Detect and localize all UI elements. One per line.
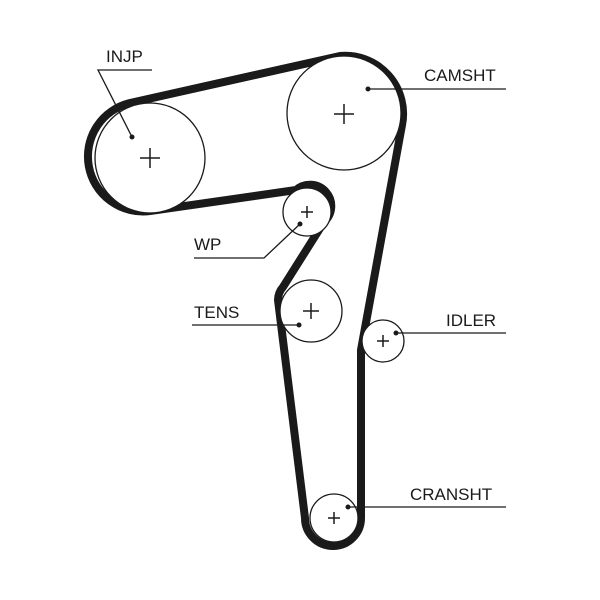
camsht-leader-dot — [365, 86, 371, 92]
timing-belt — [83, 51, 408, 550]
wp-leader-dot — [297, 221, 303, 227]
camshaft-center-cross — [334, 104, 354, 124]
cransht-leader-dot — [345, 504, 351, 510]
idler-label: IDLER — [446, 311, 496, 330]
crankshaft-center-cross — [328, 512, 340, 524]
tensioner-center-cross — [303, 303, 319, 319]
injp-leader-dot — [129, 134, 135, 140]
tens-label: TENS — [194, 303, 239, 322]
camsht-label: CAMSHT — [424, 66, 496, 85]
injp-leader-line — [96, 69, 152, 138]
injp-label: INJP — [106, 47, 143, 66]
cransht-label: CRANSHT — [410, 485, 492, 504]
tens-leader-dot — [296, 322, 302, 328]
wp-label: WP — [194, 235, 221, 254]
injection-pump-center-cross — [140, 148, 160, 168]
idler-leader-dot — [393, 330, 399, 336]
idler-center-cross — [377, 335, 389, 347]
wp-leader-line — [194, 223, 301, 259]
water-pump-center-cross — [301, 206, 313, 218]
